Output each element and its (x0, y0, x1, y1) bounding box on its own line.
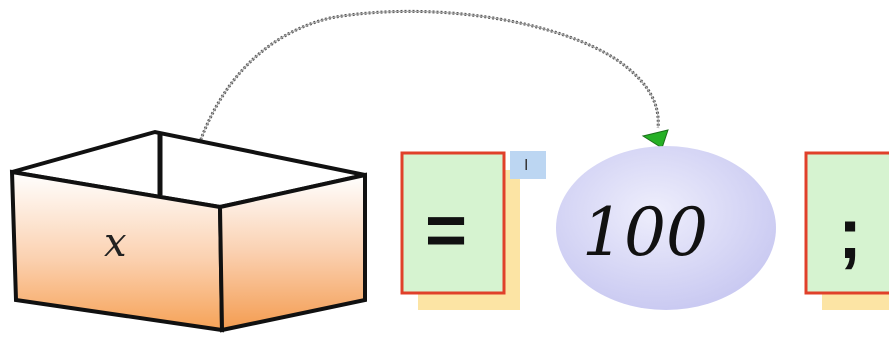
box-variable-label: x (104, 220, 127, 266)
cursor-mark: I (524, 157, 528, 174)
arrow-head-marker (641, 129, 669, 149)
semicolon-card: ; (804, 151, 889, 310)
semicolon-terminator: ; (838, 194, 862, 274)
equals-operator: = (425, 191, 467, 271)
variable-box: x (9, 129, 367, 333)
equals-card: = (400, 151, 520, 310)
cursor-indicator: I (510, 151, 546, 179)
value-text: 100 (582, 194, 708, 271)
value-ellipse: 100 (556, 146, 776, 310)
